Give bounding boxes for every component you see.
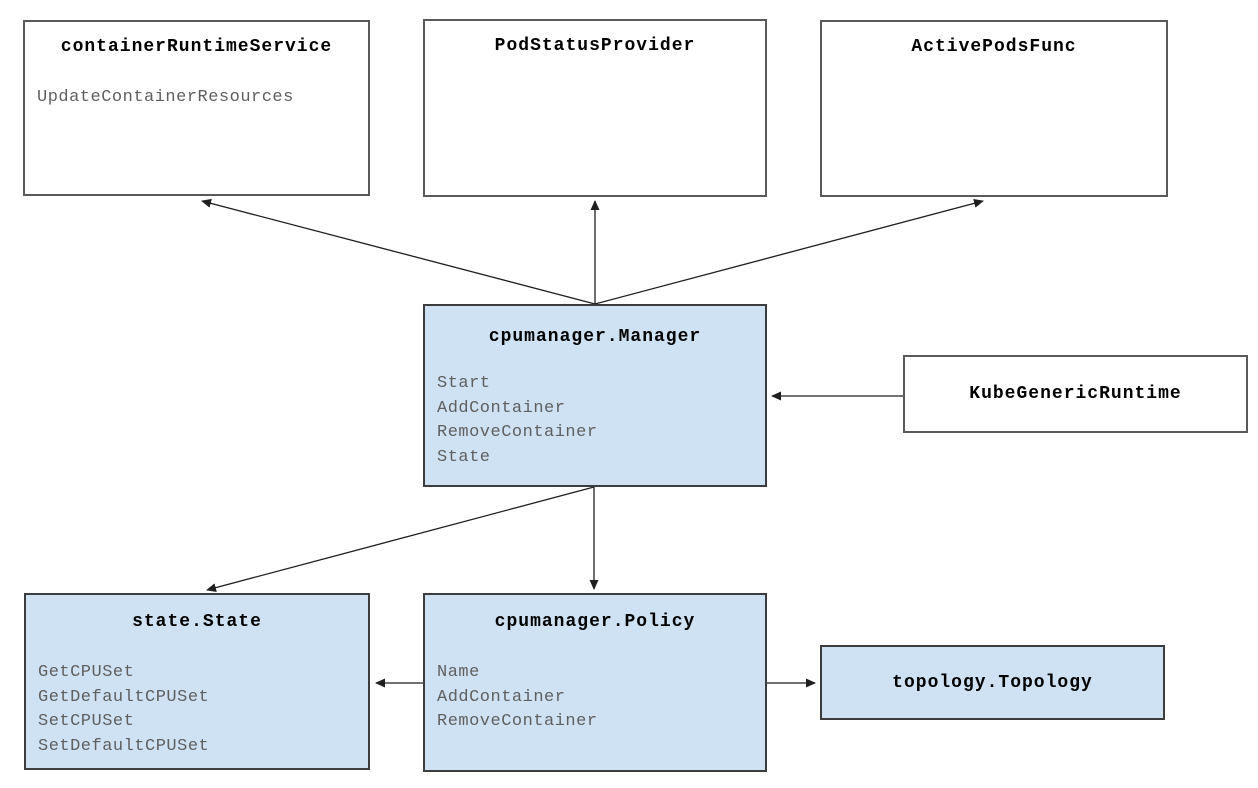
edge-manager-to-active-pods-func xyxy=(594,198,984,305)
box-title: cpumanager.Policy xyxy=(494,612,696,632)
box-title: KubeGenericRuntime xyxy=(969,384,1182,404)
method-list: Name AddContainer RemoveContainer xyxy=(425,661,765,735)
box-title: containerRuntimeService xyxy=(60,37,333,57)
box-title: state.State xyxy=(132,612,262,632)
method-label: Start xyxy=(437,374,491,393)
box-pod-status-provider: PodStatusProvider xyxy=(423,19,767,197)
method-label: GetDefaultCPUSet xyxy=(38,687,210,707)
method-list: GetCPUSet GetDefaultCPUSet SetCPUSet Set… xyxy=(26,661,368,759)
method-label: State xyxy=(437,447,491,467)
box-title: PodStatusProvider xyxy=(494,36,696,56)
box-title: cpumanager.Manager xyxy=(488,327,702,347)
box-state-state: state.State GetCPUSet GetDefaultCPUSet S… xyxy=(24,593,370,770)
method-label: SetDefaultCPUSet xyxy=(38,736,210,756)
method-label: AddContainer xyxy=(437,398,566,418)
box-title: ActivePodsFunc xyxy=(911,37,1077,57)
method-label: Name xyxy=(437,663,480,682)
method-list: Start AddContainer RemoveContainer State xyxy=(425,372,765,470)
box-cpumanager-manager: cpumanager.Manager Start AddContainer Re… xyxy=(423,304,767,487)
edge-manager-to-container-runtime-service xyxy=(201,198,596,305)
box-topology-topology: topology.Topology xyxy=(820,645,1165,720)
edge-manager-to-state xyxy=(206,486,595,593)
method-label: RemoveContainer xyxy=(437,712,598,731)
box-cpumanager-policy: cpumanager.Policy Name AddContainer Remo… xyxy=(423,593,767,772)
box-container-runtime-service: containerRuntimeService UpdateContainerR… xyxy=(23,20,370,196)
box-title: topology.Topology xyxy=(892,672,1093,693)
box-active-pods-func: ActivePodsFunc xyxy=(820,20,1168,197)
method-label: GetCPUSet xyxy=(38,663,135,682)
method-list: UpdateContainerResources xyxy=(25,86,368,111)
method-label: RemoveContainer xyxy=(437,423,598,442)
method-label: UpdateContainerResources xyxy=(37,88,294,107)
box-kube-generic-runtime: KubeGenericRuntime xyxy=(903,355,1248,433)
method-label: SetCPUSet xyxy=(38,712,135,731)
method-label: AddContainer xyxy=(437,687,566,707)
